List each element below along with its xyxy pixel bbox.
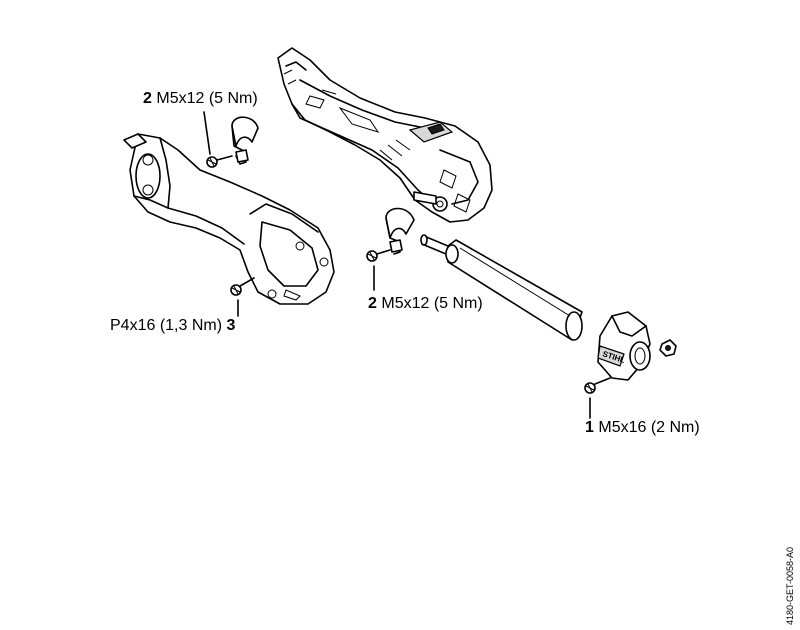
screw-1 <box>584 377 611 419</box>
callout-number: 2 <box>368 295 377 312</box>
hex-nut <box>659 339 677 357</box>
callout-spec: M5x16 (2 Nm) <box>598 419 700 436</box>
screw-2-middle <box>366 249 391 291</box>
callout-number: 3 <box>226 317 236 334</box>
callout-spec: M5x12 (5 Nm) <box>381 295 483 312</box>
handle-housing-left <box>123 133 335 305</box>
callout-screw-2-middle: 2 M5x12 (5 Nm) <box>368 295 483 313</box>
screw-3 <box>230 277 255 317</box>
callout-screw-2-top: 2 M5x12 (5 Nm) <box>143 90 258 108</box>
screw-2-top <box>203 111 233 168</box>
document-id: 4180-GET-0058-A0 <box>785 546 795 625</box>
hose-clamp-middle <box>385 207 415 255</box>
callout-number: 1 <box>585 419 594 436</box>
callout-spec: P4x16 (1,3 Nm) <box>110 317 223 334</box>
callout-spec: M5x12 (5 Nm) <box>156 90 258 107</box>
shaft-tube <box>420 234 583 341</box>
callout-screw-1: 1 M5x16 (2 Nm) <box>585 419 700 437</box>
control-handle-housing <box>277 47 493 223</box>
hose-clamp-top <box>231 116 259 165</box>
callout-number: 2 <box>143 90 152 107</box>
callout-screw-3: P4x16 (1,3 Nm) 3 <box>110 317 235 335</box>
shaft-bracket: STIHL <box>597 311 651 381</box>
